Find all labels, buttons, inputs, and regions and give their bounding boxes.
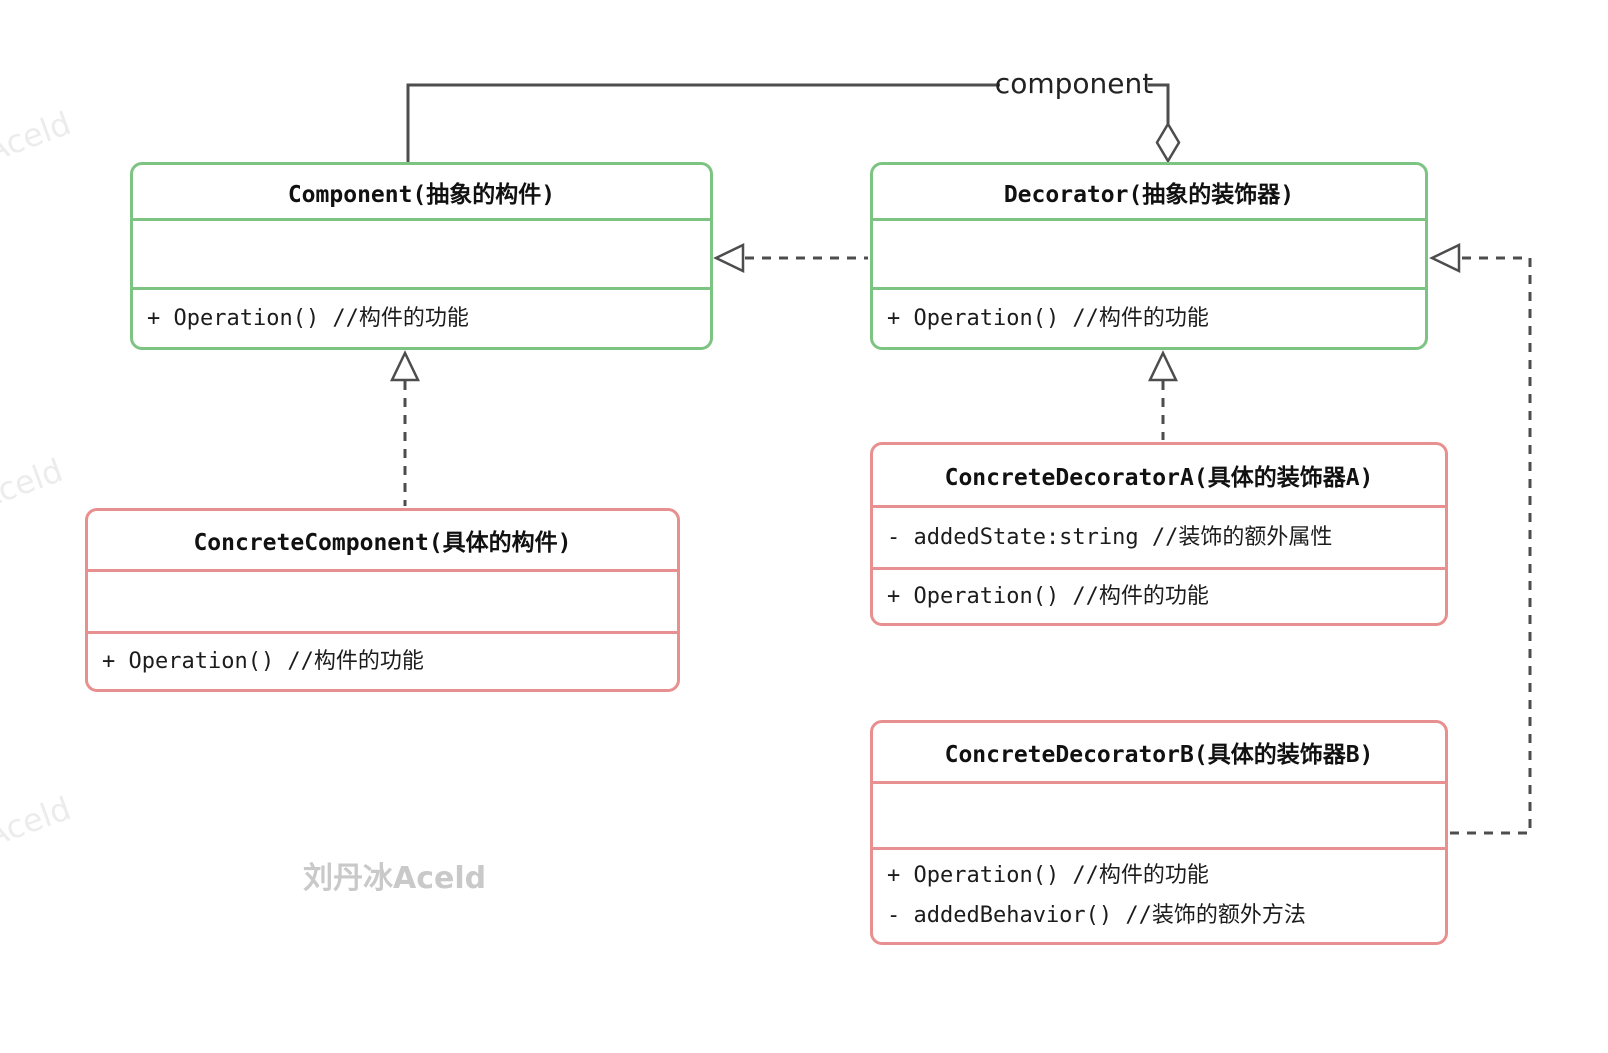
methods-section: + Operation() //构件的功能 [873, 567, 1445, 623]
method-row: + Operation() //构件的功能 [147, 305, 469, 331]
methods-section: + Operation() //构件的功能 [133, 287, 710, 347]
class-title: ConcreteDecoratorA(具体的装饰器A) [944, 465, 1374, 491]
decorator-self-reference-arrow [1450, 256, 1532, 835]
hollow-arrowhead-left2-icon [1429, 243, 1461, 273]
method-row: + Operation() //构件的功能 [887, 305, 1209, 331]
author-watermark: 刘丹冰Aceld [303, 861, 487, 896]
class-title: Component(抽象的构件) [287, 181, 556, 208]
attribute-row: - addedState:string //装饰的额外属性 [887, 524, 1333, 550]
aggregation-diamond-icon [1155, 121, 1181, 164]
association-label: component [994, 66, 1154, 100]
attributes-section [873, 218, 1425, 287]
hollow-arrowhead-up-icon [390, 350, 420, 382]
class-box-concrete-component: ConcreteComponent(具体的构件) + Operation() /… [85, 508, 680, 692]
class-box-concrete-decorator-b: ConcreteDecoratorB(具体的装饰器B) + Operation(… [870, 720, 1448, 945]
class-title: Decorator(抽象的装饰器) [1003, 181, 1295, 208]
faint-watermark: Aceld [0, 451, 68, 517]
class-box-component: Component(抽象的构件) + Operation() //构件的功能 [130, 162, 713, 350]
faint-watermark: Aceld [0, 104, 76, 170]
attributes-section [873, 781, 1445, 847]
hollow-arrowhead-up2-icon [1148, 350, 1178, 382]
class-box-decorator: Decorator(抽象的装饰器) + Operation() //构件的功能 [870, 162, 1428, 350]
faint-watermark: Aceld [0, 789, 76, 855]
class-title: ConcreteComponent(具体的构件) [193, 530, 572, 556]
attributes-section: - addedState:string //装饰的额外属性 [873, 505, 1445, 567]
methods-section: + Operation() //构件的功能 [873, 287, 1425, 347]
method-row: - addedBehavior() //装饰的额外方法 [887, 903, 1306, 928]
attributes-section [133, 218, 710, 287]
attributes-section [88, 569, 677, 631]
method-row: + Operation() //构件的功能 [102, 648, 424, 674]
class-title: ConcreteDecoratorB(具体的装饰器B) [944, 742, 1374, 768]
method-row: + Operation() //构件的功能 [887, 863, 1209, 888]
methods-section: + Operation() //构件的功能 [88, 631, 677, 689]
method-row: + Operation() //构件的功能 [887, 583, 1209, 609]
class-box-concrete-decorator-a: ConcreteDecoratorA(具体的装饰器A) - addedState… [870, 442, 1448, 626]
hollow-arrowhead-left-icon [713, 243, 745, 273]
methods-section: + Operation() //构件的功能 - addedBehavior() … [873, 847, 1445, 942]
